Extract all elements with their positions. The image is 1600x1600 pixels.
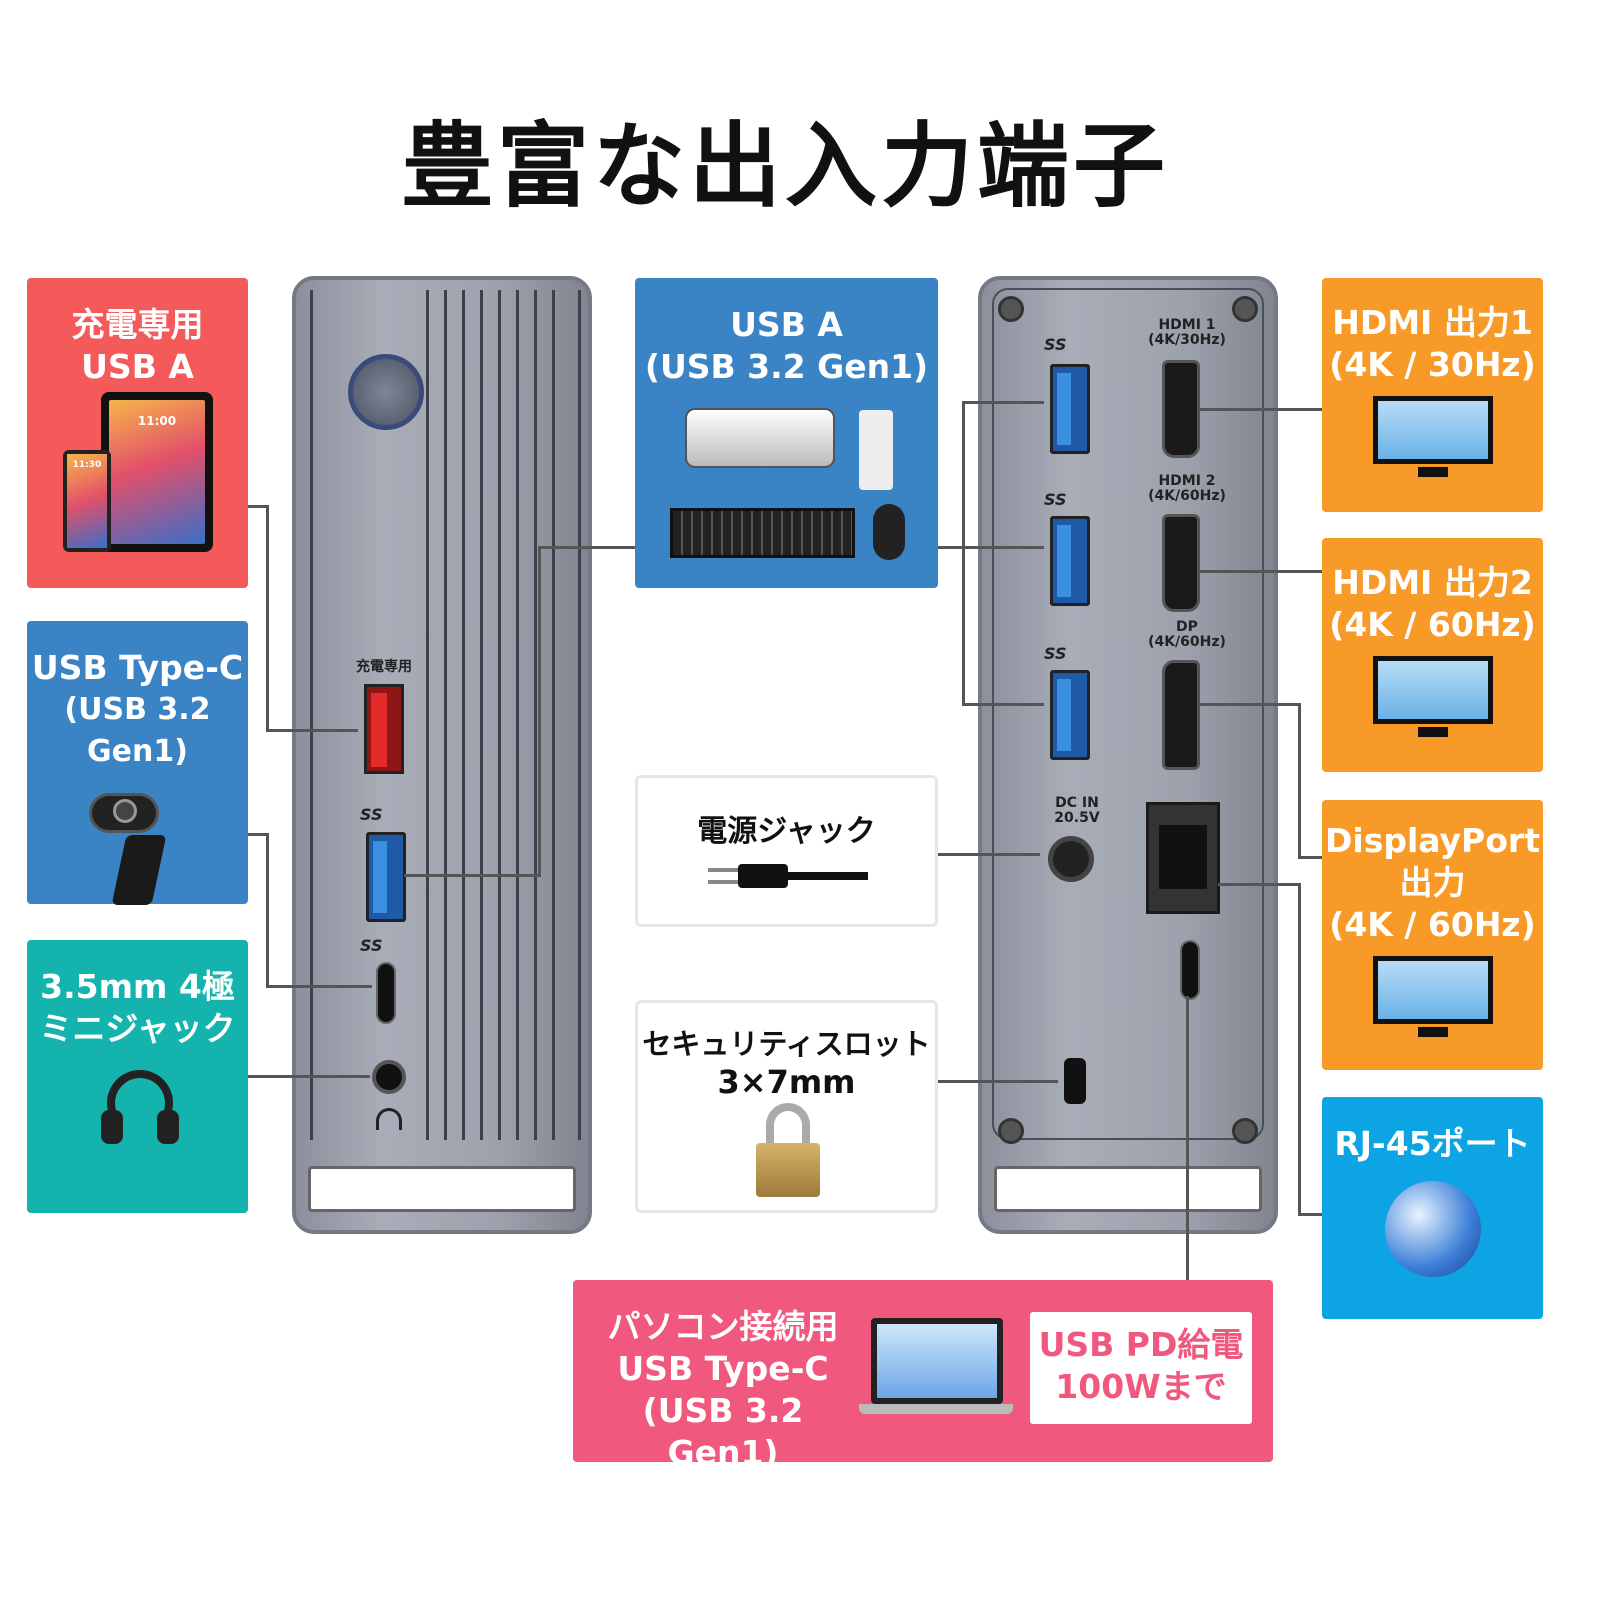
label-line: RJ-45ポート (1334, 1124, 1531, 1163)
dp-label: DP (1176, 619, 1198, 635)
security-slot (1064, 1058, 1086, 1104)
label-hdmi-2: HDMI 出力2 (4K / 60Hz) (1322, 538, 1543, 772)
clock-text: 11:30 (67, 454, 107, 548)
label-usb-type-c-front: USB Type-C (USB 3.2 Gen1) (27, 621, 248, 905)
usb-pd-badge: USB PD給電 100Wまで (1030, 1312, 1252, 1424)
charge-only-label: 充電専用 (356, 659, 412, 675)
dock-front-panel: 充電専用 SS SS (292, 276, 592, 1234)
padlock-icon (756, 1103, 820, 1199)
usb-a-port-front[interactable] (366, 832, 406, 922)
label-line: HDMI 出力2 (1332, 563, 1533, 602)
label-host-usb-c: パソコン接続用 USB Type-C (USB 3.2 Gen1) USB PD… (573, 1280, 1273, 1472)
label-line: USB A (730, 305, 843, 344)
label-power-jack: 電源ジャック (635, 775, 938, 927)
label-line: (4K / 30Hz) (1329, 345, 1536, 384)
clock-text: 11:00 (109, 400, 205, 544)
label-charging-usb-a: 充電専用 USB A 11:00 11:30 (27, 278, 248, 588)
monitor-icon (1372, 396, 1493, 477)
label-mini-jack: 3.5mm 4極 ミニジャック (27, 940, 248, 1213)
label-line: 電源ジャック (697, 814, 876, 849)
label-usb-a-rear: USB A (USB 3.2 Gen1) (635, 278, 938, 588)
hdmi1-spec: (4K/30Hz) (1148, 332, 1226, 348)
label-line: (4K / 60Hz) (1329, 605, 1536, 644)
screw (1232, 1118, 1258, 1144)
label-line: 充電専用 (71, 305, 204, 344)
label-line: HDMI 出力1 (1332, 303, 1533, 342)
stand-foot (994, 1166, 1262, 1212)
screw (998, 1118, 1024, 1144)
usb-a-charging-port[interactable] (364, 684, 404, 774)
superspeed-logo: SS (1044, 490, 1067, 509)
usb-c-port-front[interactable] (376, 962, 396, 1024)
webcam-icon (27, 773, 248, 913)
displayport-port[interactable] (1162, 660, 1200, 770)
superspeed-logo: SS (1044, 335, 1067, 354)
label-line: (USB 3.2 Gen1) (644, 347, 929, 386)
label-line: USB Type-C (31, 648, 244, 687)
tablet-phone-icon: 11:00 11:30 (27, 392, 248, 562)
label-line: USB A (81, 347, 194, 386)
label-line: (4K / 60Hz) (1329, 905, 1536, 944)
label-line: (USB 3.2 Gen1) (642, 1391, 804, 1472)
label-line: USB Type-C (617, 1349, 829, 1388)
mouse-icon (873, 504, 905, 560)
hdmi2-label: HDMI 2 (1158, 473, 1216, 489)
hdmi1-label: HDMI 1 (1158, 317, 1216, 333)
dc-in-jack[interactable] (1048, 836, 1094, 882)
label-hdmi-1: HDMI 出力1 (4K / 30Hz) (1322, 278, 1543, 512)
usb-c-port-rear[interactable] (1180, 940, 1200, 1000)
headphone-icon (376, 1108, 402, 1130)
label-line: 3.5mm 4極 (40, 967, 235, 1006)
superspeed-logo: SS (360, 936, 383, 955)
monitor-icon (1372, 956, 1493, 1037)
laptop-icon (871, 1318, 1003, 1404)
screw (998, 296, 1024, 322)
label-line: 出力 (1399, 863, 1466, 902)
dp-spec: (4K/60Hz) (1148, 634, 1226, 650)
hdmi-port-1[interactable] (1162, 360, 1200, 458)
headset-icon (27, 1050, 248, 1190)
globe-icon (1384, 1181, 1481, 1277)
label-displayport: DisplayPort 出力 (4K / 60Hz) (1322, 800, 1543, 1070)
superspeed-logo: SS (360, 805, 383, 824)
label-line: (USB 3.2 Gen1) (64, 692, 211, 769)
audio-jack[interactable] (372, 1060, 406, 1094)
badge-line: USB PD給電 (1038, 1325, 1244, 1364)
dock-back-panel: SS SS SS HDMI 1(4K/30Hz) HDMI 2(4K/60Hz)… (978, 276, 1278, 1234)
power-button[interactable] (348, 354, 424, 430)
hdmi-port-2[interactable] (1162, 514, 1200, 612)
usb-stick-icon (859, 410, 893, 490)
usb-a-port-rear-3[interactable] (1050, 670, 1090, 760)
dc-in-label: DC IN (1055, 795, 1099, 811)
superspeed-logo: SS (1044, 644, 1067, 663)
usb-a-port-rear-1[interactable] (1050, 364, 1090, 454)
usb-a-port-rear-2[interactable] (1050, 516, 1090, 606)
monitor-icon (1372, 656, 1493, 737)
badge-line: 100Wまで (1055, 1367, 1227, 1406)
power-plug-icon (708, 864, 868, 888)
hdmi2-spec: (4K/60Hz) (1148, 488, 1226, 504)
printer-icon (685, 408, 835, 468)
label-line: 3×7mm (717, 1063, 856, 1101)
rj45-port[interactable] (1146, 802, 1220, 914)
screw (1232, 296, 1258, 322)
stand-foot (308, 1166, 576, 1212)
label-line: ミニジャック (39, 1009, 236, 1048)
dc-voltage: 20.5V (1054, 810, 1100, 826)
page-title: 豊富な出入力端子 (400, 113, 1169, 220)
label-line: パソコン接続用 (607, 1307, 839, 1346)
label-line: セキュリティスロット (642, 1027, 931, 1061)
label-line: DisplayPort (1325, 821, 1540, 860)
keyboard-icon (670, 508, 855, 558)
label-security-slot: セキュリティスロット 3×7mm (635, 1000, 938, 1213)
label-rj45: RJ-45ポート (1322, 1097, 1543, 1319)
